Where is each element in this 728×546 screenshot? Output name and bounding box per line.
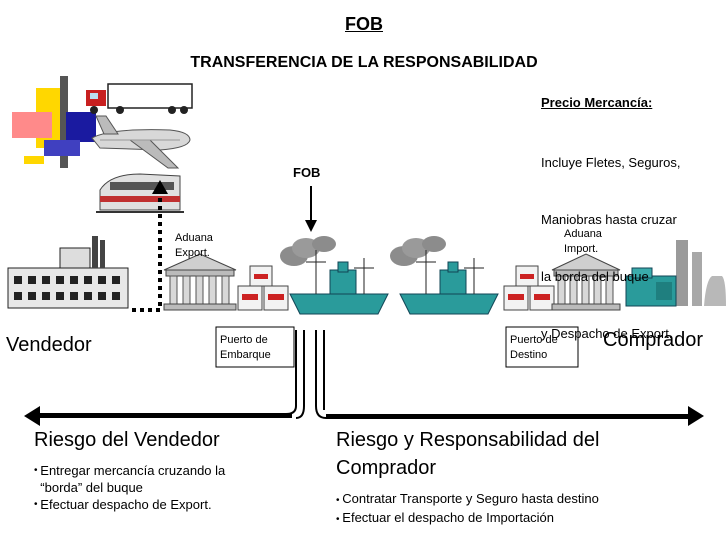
seller-risk-heading: Riesgo del Vendedor [34,429,220,451]
puerto-embarque-label: Puerto de Embarque [220,334,271,361]
page-subtitle: TRANSFERENCIA DE LA RESPONSABILIDAD [190,54,538,71]
bullet-text: Efectuar despacho de Export. [40,497,212,512]
risk-arrows [24,406,704,426]
price-heading: Precio Mercancía: [541,95,653,110]
price-line: Maniobras hasta cruzar [541,212,677,227]
ship-arrival-icon [390,236,499,315]
vendedor-label: Vendedor [6,334,92,356]
bullet-text: Contratar Transporte y Seguro hasta dest… [342,491,599,506]
cargo-crates-left-icon [237,265,289,311]
buyer-risk-bullets: • Contratar Transporte y Seguro hasta de… [336,490,716,528]
truck-icon [86,83,193,114]
seller-risk-bullets: • Entregar mercancía cruzando la “borda”… [34,462,304,513]
price-line: y Despacho de Export. [541,326,673,341]
list-item: • Efectuar el despacho de Importación [336,510,555,525]
list-item: • Entregar mercancía cruzando la “borda”… [34,463,226,495]
seller-factory-icon [7,236,129,309]
bullet-text: Entregar mercancía cruzando la “borda” d… [40,463,226,495]
puerto-embarque-box [215,326,295,368]
fob-down-arrow [305,186,317,232]
customs-export-building-icon [163,253,237,311]
puerto-destino-label: Puerto de Destino [510,334,558,361]
transport-mosaic-decoration [12,76,96,168]
puerto-destino-box [505,326,579,368]
buyer-plant-icon [625,240,726,307]
price-description: Incluye Fletes, Seguros, Maniobras hasta… [541,115,680,362]
train-icon [96,173,184,213]
ship-departure-icon [280,236,389,315]
bullet-text: Efectuar el despacho de Importación [342,510,555,525]
cargo-crates-right-icon [503,265,555,311]
fob-marker-label: FOB [293,165,321,180]
list-item: • Contratar Transporte y Seguro hasta de… [336,491,599,506]
airplane-icon [91,115,191,169]
customs-import-building-icon [551,253,621,311]
aduana-import-label: Aduana Import. [564,228,602,255]
list-item: • Efectuar despacho de Export. [34,497,212,512]
buyer-risk-heading: Riesgo y Responsabilidad del Comprador [336,429,600,479]
price-line: la borda del buque [541,269,649,284]
price-line: Incluye Fletes, Seguros, [541,155,681,170]
aduana-export-label: Aduana Export. [175,232,213,259]
page-title: FOB [345,14,383,34]
dotted-arrow [132,180,168,312]
comprador-label: Comprador [603,329,704,351]
